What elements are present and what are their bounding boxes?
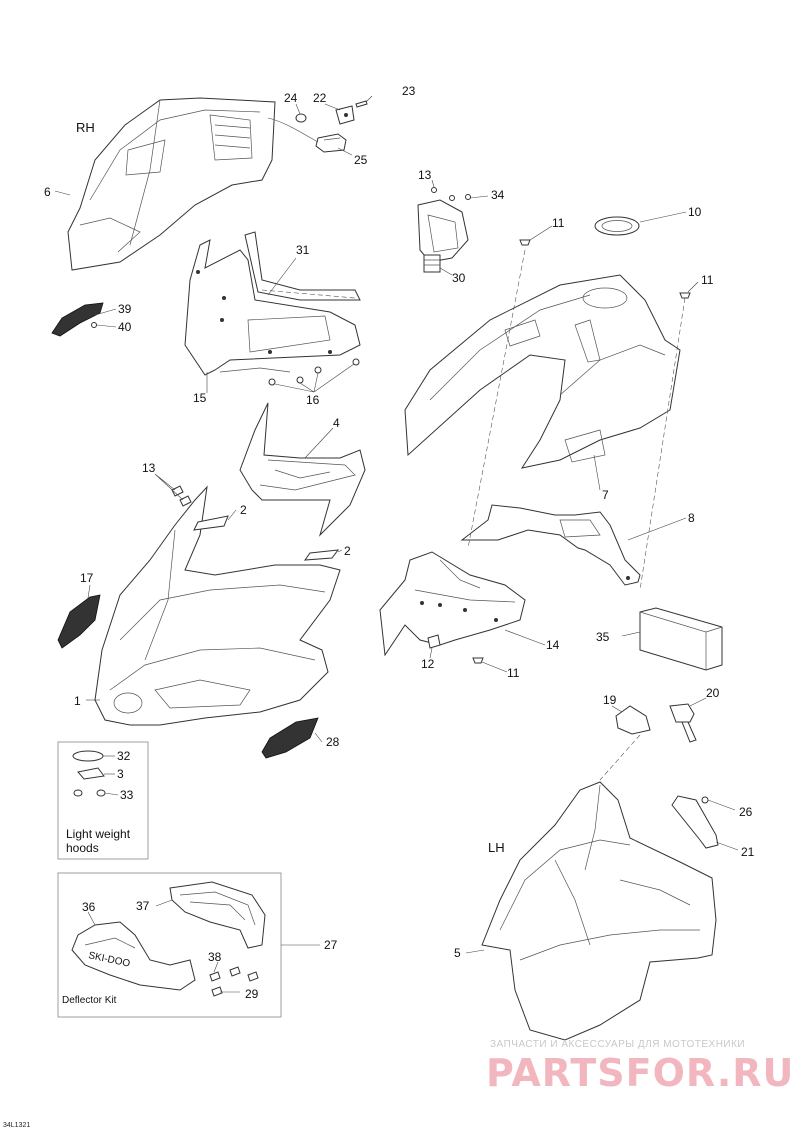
callout-12: 12 <box>421 657 435 671</box>
watermark-tagline: ЗАПЧАСТИ И АКСЕССУАРЫ ДЛЯ МОТОТЕХНИКИ <box>490 1039 745 1050</box>
part-nuts-16 <box>268 358 360 386</box>
callout-32: 32 <box>117 749 131 763</box>
callout-37: 37 <box>136 899 150 913</box>
callout-30: 30 <box>452 271 466 285</box>
callout-31: 31 <box>296 243 310 257</box>
part-bolt-20 <box>669 703 697 743</box>
part-screw-11-b <box>679 292 691 299</box>
callout-25: 25 <box>354 153 368 167</box>
callout-20: 20 <box>706 686 720 700</box>
part-mount-19 <box>615 705 651 735</box>
callout-1: 1 <box>74 694 81 708</box>
callout-14: 14 <box>546 638 560 652</box>
part-grille-17 <box>57 594 101 649</box>
callout-13-top: 13 <box>418 168 432 182</box>
callout-8: 8 <box>688 511 695 525</box>
leader-lines <box>54 95 739 993</box>
callout-21: 21 <box>741 845 755 859</box>
callout-17: 17 <box>80 571 94 585</box>
callout-3: 3 <box>117 767 124 781</box>
part-front-hood-1 <box>94 485 341 726</box>
part-lh-side-panel <box>481 781 717 1041</box>
part-deflector-4 <box>239 402 366 537</box>
callout-23: 23 <box>402 84 416 98</box>
callout-2-upper: 2 <box>240 503 247 517</box>
callout-numbers: 23 24 22 25 6 31 39 40 15 16 13 34 30 11… <box>44 84 755 1001</box>
callout-27: 27 <box>324 938 338 952</box>
callout-40: 40 <box>118 320 132 334</box>
assembly-line-c <box>599 734 641 781</box>
callout-5: 5 <box>454 946 461 960</box>
callout-11-bottom: 11 <box>507 666 520 680</box>
part-screw-26 <box>701 796 709 804</box>
part-bracket-30 <box>417 199 469 273</box>
part-handle-21 <box>671 795 719 849</box>
callout-19: 19 <box>603 693 617 707</box>
callout-29: 29 <box>245 987 259 1001</box>
part-console-7 <box>404 274 681 469</box>
part-fastener-25 <box>315 133 347 153</box>
callout-38: 38 <box>208 950 222 964</box>
part-screw-11-a <box>519 239 531 246</box>
callout-33: 33 <box>120 788 134 802</box>
watermark-brand: PARTSFOR.RU <box>486 1051 794 1095</box>
part-bracket-8 <box>460 504 641 586</box>
inset-light-weight-line2: hoods <box>66 841 99 855</box>
inset-deflector-kit: SKI-DOO Deflector Kit <box>57 872 282 1018</box>
callout-28: 28 <box>326 735 340 749</box>
callout-24: 24 <box>284 91 298 105</box>
part-screw-40 <box>91 322 97 328</box>
part-screws-13-hood <box>171 485 192 507</box>
callout-39: 39 <box>118 302 132 316</box>
callout-6: 6 <box>44 185 51 199</box>
callout-13-hood: 13 <box>142 461 156 475</box>
part-washer-24 <box>295 113 307 123</box>
part-inner-panel-31 <box>184 231 361 376</box>
part-nuts-34 <box>449 194 471 201</box>
lh-side-label: LH <box>488 840 505 855</box>
part-ring-10 <box>594 216 640 236</box>
callout-15: 15 <box>193 391 207 405</box>
callout-35: 35 <box>596 630 610 644</box>
part-grille-28 <box>261 717 319 759</box>
part-screw-13-top <box>431 187 437 193</box>
part-frame-14 <box>379 551 526 657</box>
assembly-line-b <box>639 297 686 591</box>
callout-22: 22 <box>313 91 327 105</box>
callout-4: 4 <box>333 416 340 430</box>
callout-11-top: 11 <box>552 216 565 230</box>
rh-side-label: RH <box>76 120 95 135</box>
callout-16: 16 <box>306 393 320 407</box>
part-foam-35 <box>639 607 723 671</box>
part-screw-11-c <box>472 657 484 664</box>
drawing-code: 34L1321 <box>3 1122 30 1129</box>
inset-light-weight-line1: Light weight <box>66 827 131 841</box>
callout-2-lower: 2 <box>344 544 351 558</box>
callout-7: 7 <box>602 488 609 502</box>
part-grille-39 <box>51 302 104 337</box>
callout-34: 34 <box>491 188 505 202</box>
assembly-line-a <box>467 249 526 549</box>
callout-26: 26 <box>739 805 753 819</box>
deflector-kit-caption: Deflector Kit <box>62 995 117 1006</box>
callout-36: 36 <box>82 900 96 914</box>
callout-10: 10 <box>688 205 702 219</box>
watermark: ЗАПЧАСТИ И АКСЕССУАРЫ ДЛЯ МОТОТЕХНИКИ PA… <box>486 1039 794 1095</box>
part-clip-22 <box>335 105 355 125</box>
inset-light-weight-hoods: Light weight hoods <box>57 741 149 860</box>
part-screw-23 <box>355 100 368 108</box>
part-nut-12 <box>427 634 441 649</box>
part-rh-side-panel <box>67 97 276 271</box>
callout-11-right: 11 <box>701 273 714 287</box>
